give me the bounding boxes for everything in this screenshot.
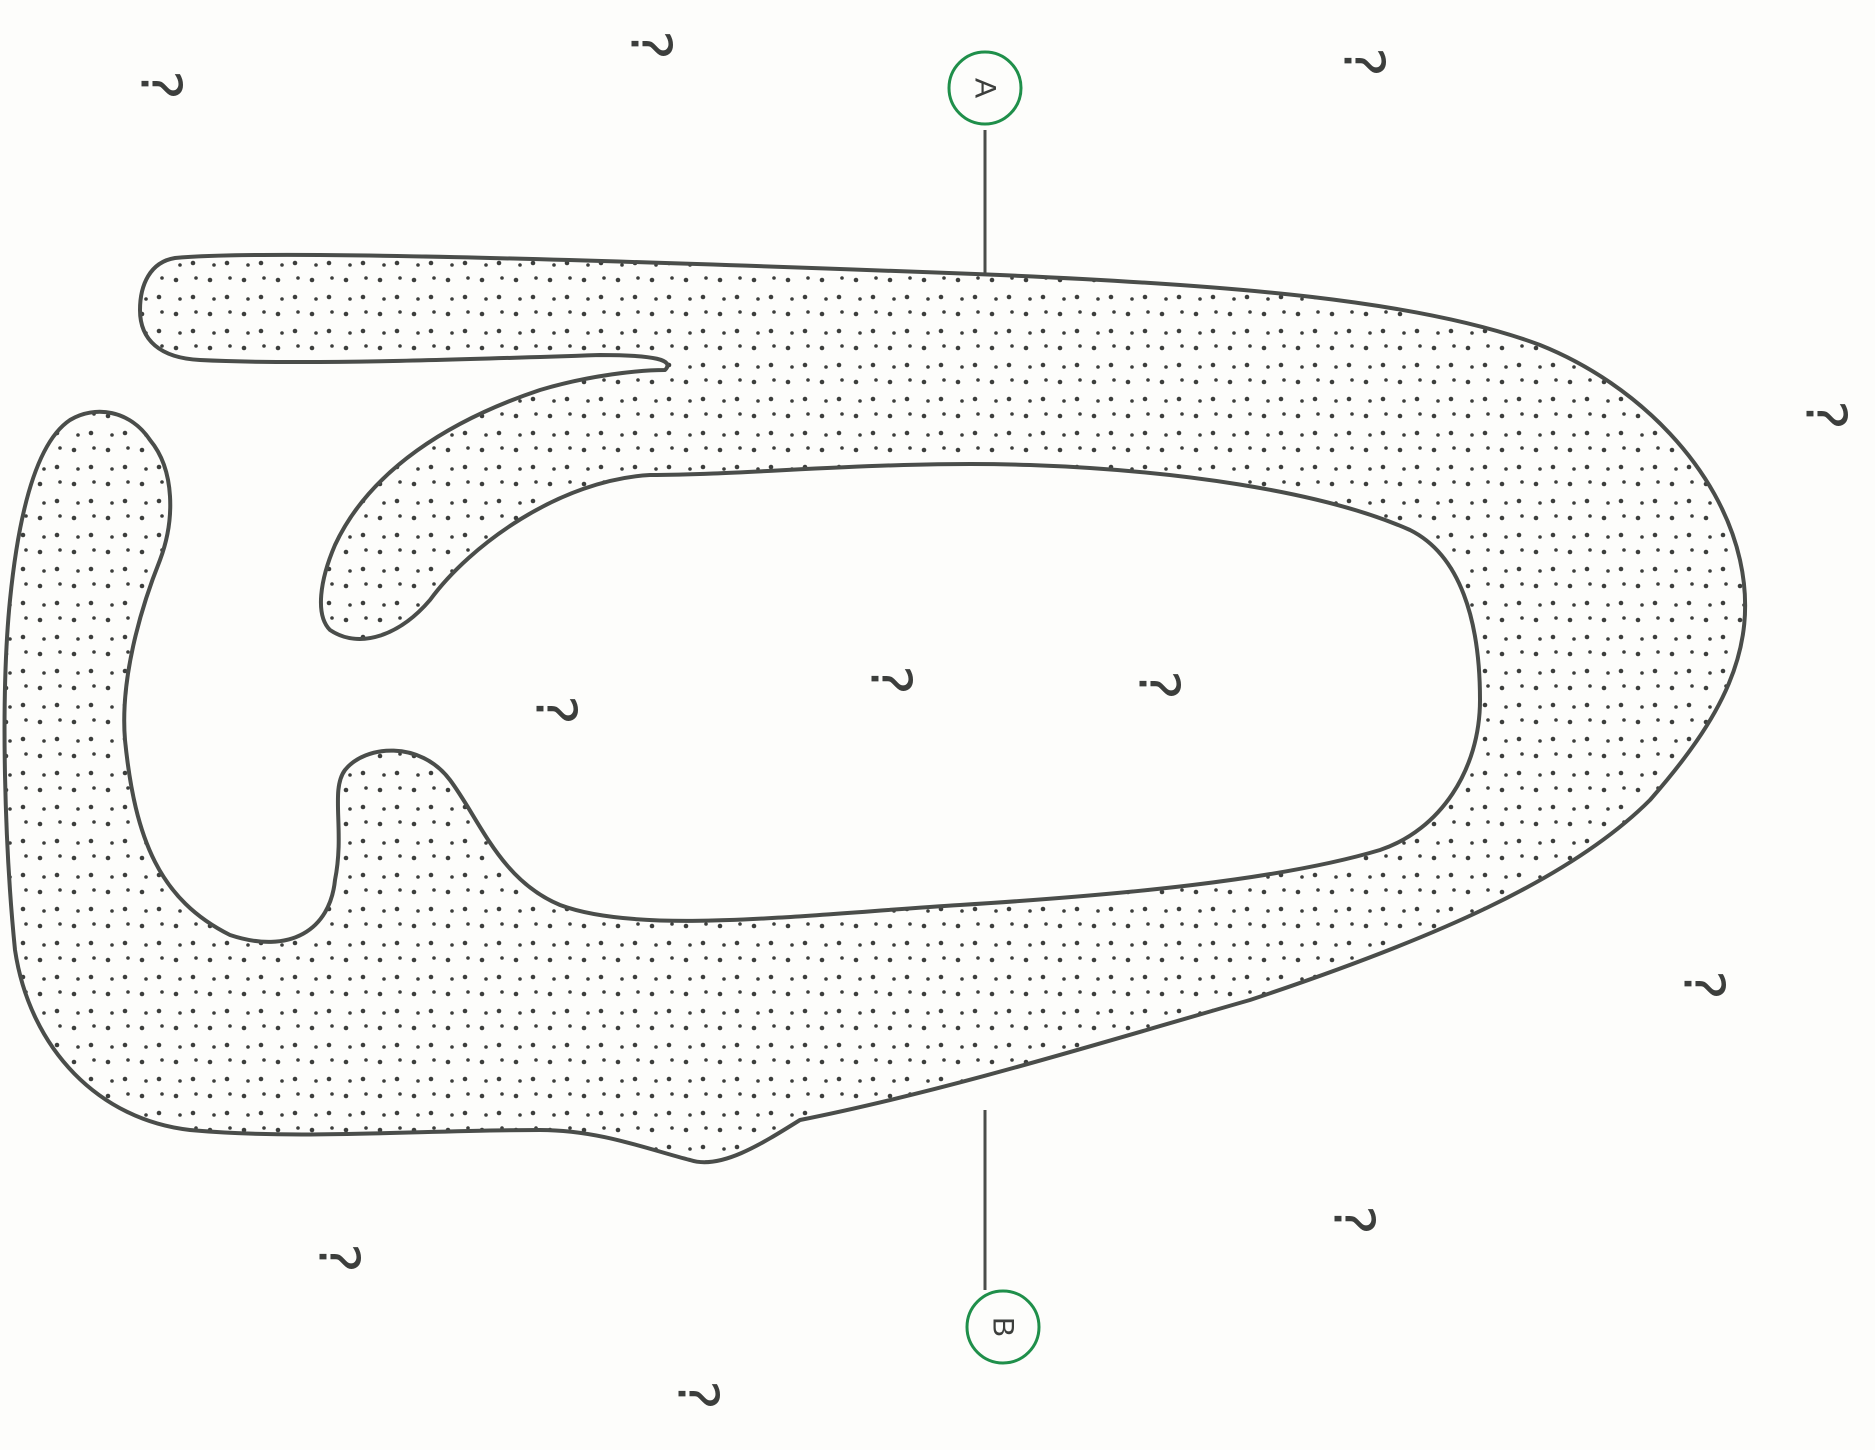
unknown-label-11: ? [665,1380,730,1410]
unknown-label-6: ? [858,665,923,695]
unknown-label-3: ? [1331,47,1396,77]
label-a-text: A [969,78,1002,98]
label-a-marker: A [949,52,1021,124]
unknown-label-7: ? [1126,670,1191,700]
unknown-label-9: ? [1321,1205,1386,1235]
unknown-label-2: ? [618,30,683,60]
unknown-label-1: ? [128,70,193,100]
label-b-text: B [987,1317,1020,1337]
unknown-label-4: ? [1793,400,1858,430]
unknown-label-8: ? [1671,970,1736,1000]
label-b-marker: B [967,1291,1039,1363]
unknown-label-5: ? [523,695,588,725]
stippled-tissue-outline [5,255,1746,1162]
unknown-label-10: ? [306,1243,371,1273]
